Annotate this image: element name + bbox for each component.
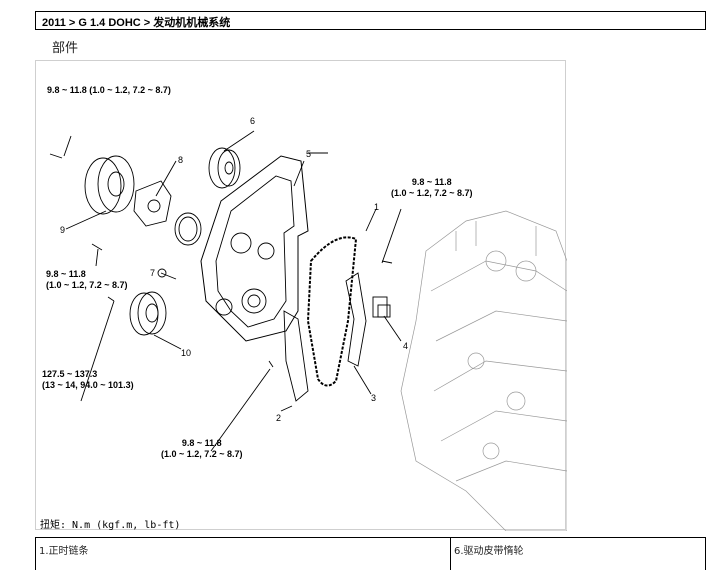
torque-spec: 9.8 ~ 11.8 (1.0 ~ 1.2, 7.2 ~ 8.7): [391, 177, 473, 199]
torque-spec: 127.5 ~ 137.3 (13 ~ 14, 94.0 ~ 101.3): [42, 369, 134, 391]
breadcrumb-bar: 2011 > G 1.4 DOHC > 发动机机械系统: [35, 11, 706, 30]
callout-number: 7: [150, 268, 156, 278]
torque-spec: 9.8 ~ 11.8 (1.0 ~ 1.2, 7.2 ~ 8.7): [47, 85, 171, 96]
torque-spec-line: 9.8 ~ 11.8: [46, 269, 86, 279]
breadcrumb[interactable]: 2011 > G 1.4 DOHC > 发动机机械系统: [42, 17, 231, 29]
section-title: 部件: [52, 41, 79, 56]
torque-spec-line: 9.8 ~ 11.8 (1.0 ~ 1.2, 7.2 ~ 8.7): [47, 85, 171, 95]
callout-number: 6: [250, 116, 256, 126]
callout-number: 2: [276, 413, 282, 423]
callout-number: 8: [178, 155, 184, 165]
callout-number: 4: [403, 341, 409, 351]
callout-number: 1: [374, 202, 380, 212]
torque-spec: 9.8 ~ 11.8 (1.0 ~ 1.2, 7.2 ~ 8.7): [161, 438, 243, 460]
torque-spec-line: (1.0 ~ 1.2, 7.2 ~ 8.7): [46, 280, 128, 290]
torque-spec-line: (1.0 ~ 1.2, 7.2 ~ 8.7): [391, 188, 473, 198]
exploded-diagram: 9.8 ~ 11.8 (1.0 ~ 1.2, 7.2 ~ 8.7) 9.8 ~ …: [35, 60, 567, 531]
torque-spec-line: 9.8 ~ 11.8: [181, 438, 222, 448]
torque-spec-line: (13 ~ 14, 94.0 ~ 101.3): [42, 380, 134, 390]
parts-legend: 1.正时链条 6.驱动皮带惰轮: [35, 537, 706, 570]
callout-number: 9: [60, 225, 66, 235]
torque-units-note: 扭矩: N.m (kgf.m, lb-ft): [40, 520, 181, 531]
torque-spec: 9.8 ~ 11.8 (1.0 ~ 1.2, 7.2 ~ 8.7): [46, 269, 128, 291]
legend-item: 1.正时链条: [35, 538, 451, 570]
torque-spec-line: 127.5 ~ 137.3: [42, 369, 98, 379]
legend-item: 6.驱动皮带惰轮: [451, 538, 706, 570]
torque-spec-line: (1.0 ~ 1.2, 7.2 ~ 8.7): [161, 449, 243, 459]
callout-number: 10: [181, 348, 192, 358]
callout-number: 5: [306, 149, 312, 159]
torque-spec-line: 9.8 ~ 11.8: [411, 177, 452, 187]
diagram-drawing: [49, 130, 567, 531]
callout-number: 3: [371, 393, 377, 403]
